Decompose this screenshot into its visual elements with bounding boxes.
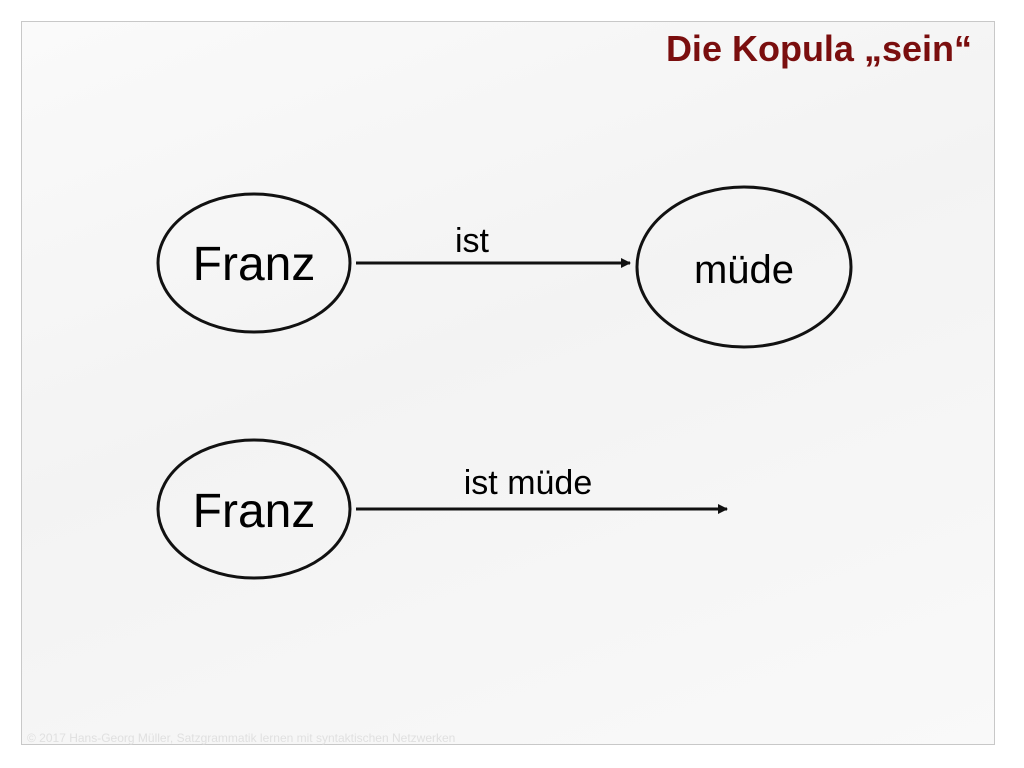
node-muede-top-label: müde <box>694 248 794 292</box>
edge-ist-muede-bottom-label: ist müde <box>464 464 593 502</box>
slide-title: Die Kopula „sein“ <box>665 28 972 69</box>
footer-credit: © 2017 Hans-Georg Müller, Satzgrammatik … <box>27 731 456 745</box>
edge-ist-top-label: ist <box>455 222 490 260</box>
node-franz-bottom <box>156 438 352 580</box>
node-franz-top <box>156 192 352 334</box>
node-franz-bottom-label: Franz <box>193 485 316 538</box>
slide-frame <box>21 21 995 745</box>
node-muede-top <box>635 185 853 349</box>
node-franz-top-label: Franz <box>193 238 316 291</box>
